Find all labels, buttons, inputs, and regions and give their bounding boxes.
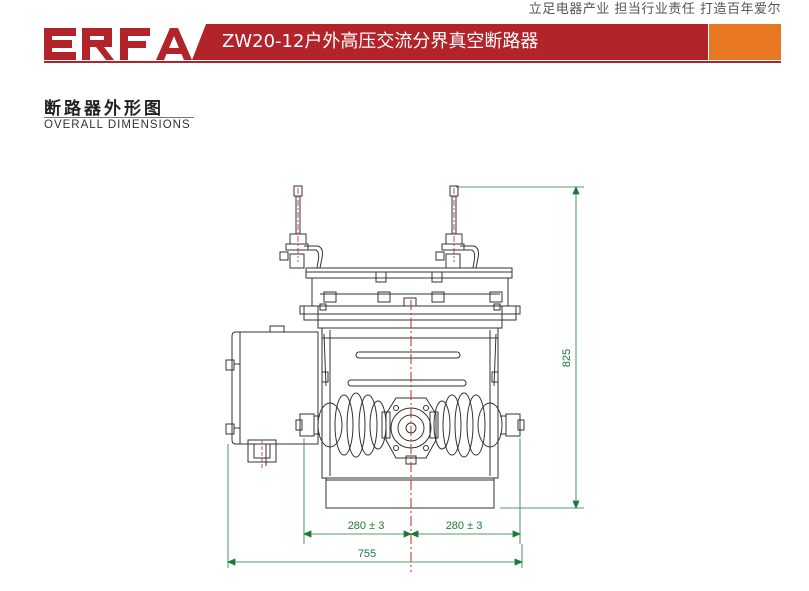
right-terminal-rod — [435, 185, 479, 269]
right-insulator — [429, 392, 525, 458]
top-cover — [305, 267, 513, 307]
dimension-lines — [226, 185, 584, 568]
section-subtitle: OVERALL DIMENSIONS — [44, 119, 191, 131]
breaker-base — [325, 477, 495, 509]
section-underline — [44, 117, 194, 118]
header-divider — [44, 61, 781, 63]
header-title: ZW20-12户外高压交流分界真空断路器 — [222, 31, 539, 52]
erfa-logo — [44, 28, 192, 60]
section-title: 断路器外形图 — [44, 99, 164, 119]
mounting-flange — [299, 305, 521, 329]
dimension-total-width: 755 — [358, 548, 376, 560]
header-slogan: 立足电器产业 担当行业责任 打造百年爱尔 — [528, 2, 781, 17]
left-insulator — [295, 392, 391, 458]
header-accent-block — [709, 24, 781, 60]
dimension-left-span: 280 ± 3 — [348, 520, 385, 532]
dimension-height: 825 — [561, 349, 573, 367]
dimension-right-span: 280 ± 3 — [446, 520, 483, 532]
header-bar — [192, 24, 708, 60]
left-terminal-rod — [279, 185, 323, 269]
